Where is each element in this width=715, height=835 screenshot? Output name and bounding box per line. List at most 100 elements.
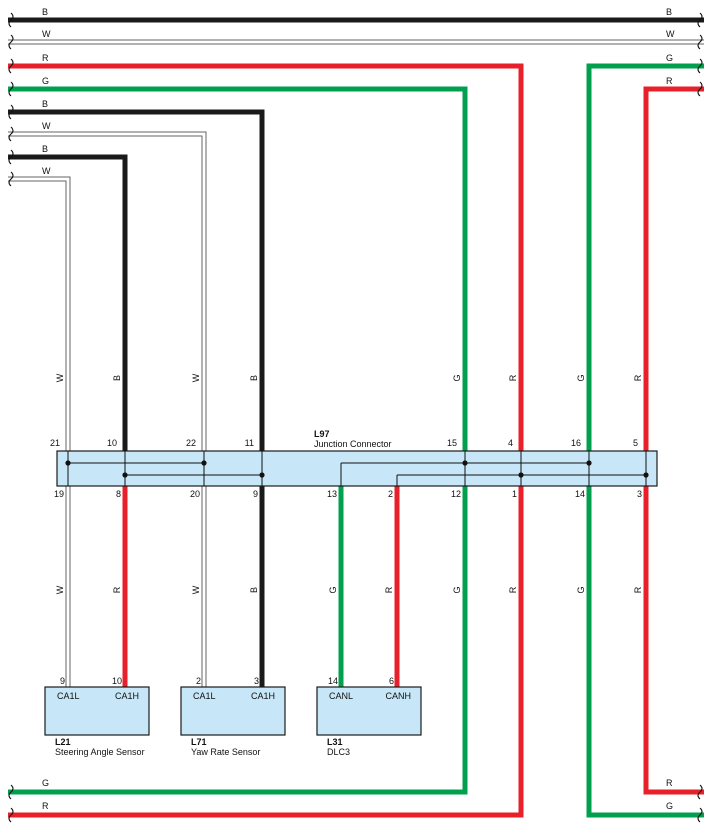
wire-white-pin22-pin20 [8, 132, 206, 687]
break-right-5 [697, 807, 703, 823]
wire-red-right-bottom-label: R [666, 778, 673, 788]
component-l21-label-right: CA1H [115, 691, 139, 701]
junction-bottom-pin-13: 13 [327, 489, 337, 499]
wire-black-3-label: B [42, 144, 48, 154]
component-l71-id: L71 [191, 737, 207, 747]
junction-bottom-pin-1: 1 [512, 489, 517, 499]
component-l71-pin-left: 2 [196, 676, 201, 686]
break-left-8 [8, 784, 14, 800]
break-left-2 [8, 58, 14, 74]
junction-dot-2 [122, 472, 128, 478]
break-right-4 [697, 784, 703, 800]
junction-dot-3 [259, 472, 265, 478]
component-l71-pin-right: 3 [254, 676, 259, 686]
component-box-l21 [44, 686, 150, 736]
wire-letter-lower-2: W [191, 585, 201, 594]
wire-white-2-label: W [42, 121, 51, 131]
wire-green-top-label: G [42, 76, 49, 86]
wire-white-3-label: W [42, 166, 51, 176]
wire-black-pin11-pin9 [8, 109, 265, 687]
break-right-3 [697, 81, 703, 97]
junction-top-pin-16: 16 [571, 438, 581, 448]
break-right-0 [697, 12, 703, 28]
junction-bottom-pin-20: 20 [190, 489, 200, 499]
break-left-3 [8, 81, 14, 97]
component-l31-label-right: CANH [385, 691, 411, 701]
junction-top-pin-11: 11 [245, 438, 254, 448]
junction-bottom-pin-12: 12 [451, 489, 461, 499]
wire-letter-lower-3: B [249, 587, 259, 593]
wire-black-pin10 [8, 154, 128, 463]
junction-dot-7 [643, 472, 649, 478]
components-layer [44, 686, 422, 736]
wire-break-marks [8, 12, 703, 823]
component-l71-label-right: CA1H [251, 691, 275, 701]
junction-dot-6 [586, 460, 592, 466]
junction-name: Junction Connector [314, 439, 392, 449]
wire-top-white-label-right: W [666, 29, 675, 39]
wire-letter-upper-4: G [452, 374, 462, 381]
wire-top-white-label-left: W [42, 29, 51, 39]
wire-letter-upper-1: B [112, 375, 122, 381]
wire-black-2-label: B [42, 99, 48, 109]
wire-letter-upper-2: W [191, 373, 201, 382]
component-l31-id: L31 [327, 737, 343, 747]
wire-letter-upper-7: R [633, 374, 643, 381]
junction-bottom-pin-8: 8 [116, 489, 121, 499]
component-l71-name: Yaw Rate Sensor [191, 747, 260, 757]
component-l31-pin-right: 6 [389, 676, 394, 686]
wire-letter-lower-7: R [508, 586, 518, 593]
break-right-1 [697, 34, 703, 50]
junction-bottom-pin-2: 2 [388, 489, 393, 499]
wire-letter-lower-9: R [633, 586, 643, 593]
component-l21-pin-left: 9 [60, 676, 65, 686]
wire-letter-lower-6: G [452, 586, 462, 593]
component-l71-label-left: CA1L [193, 691, 216, 701]
component-l31-pin-left: 14 [328, 676, 338, 686]
junction-dot-1 [201, 460, 207, 466]
wire-red-top-label: R [42, 53, 49, 63]
break-left-6 [8, 149, 14, 165]
junction-connector-l97 [56, 450, 658, 487]
break-right-2 [697, 58, 703, 74]
junction-bottom-pin-14: 14 [575, 489, 585, 499]
junction-top-pin-22: 22 [186, 438, 196, 448]
break-left-5 [8, 126, 14, 142]
junction-top-pin-15: 15 [447, 438, 457, 448]
wire-red-bottom-label: R [42, 801, 49, 811]
wire-letter-upper-0: W [55, 373, 65, 382]
wire-letter-lower-8: G [576, 586, 586, 593]
junction-bottom-pin-19: 19 [54, 489, 64, 499]
wire-green-pin16-pin14 [586, 63, 704, 818]
break-left-4 [8, 104, 14, 120]
junction-top-pin-5: 5 [633, 438, 638, 448]
wire-red-right-top-label: R [666, 76, 673, 86]
junction-top-pin-10: 10 [107, 438, 117, 448]
wire-white-pin22-pin20-outline [8, 131, 207, 687]
junction-bottom-pin-9: 9 [253, 489, 258, 499]
wire-letter-upper-6: G [576, 374, 586, 381]
wire-top-black-label-left: B [42, 7, 48, 17]
wire-green-right-bottom-label: G [666, 801, 673, 811]
wire-letter-lower-4: G [328, 586, 338, 593]
junction-connector-box [56, 450, 658, 487]
wire-letter-upper-3: B [249, 375, 259, 381]
wire-white-pin21-pin19-outline [8, 176, 71, 687]
component-l21-pin-right: 10 [112, 676, 122, 686]
junction-id: L97 [314, 429, 330, 439]
wire-red-pin4-pin1 [8, 63, 524, 818]
wire-green-bottom-label: G [42, 778, 49, 788]
break-left-9 [8, 807, 14, 823]
junction-top-pin-4: 4 [508, 438, 513, 448]
wire-letter-lower-0: W [55, 585, 65, 594]
component-box-l31 [316, 686, 422, 736]
break-left-7 [8, 171, 14, 187]
junction-dot-0 [65, 460, 71, 466]
junction-dot-5 [518, 472, 524, 478]
component-l31-label-left: CANL [329, 691, 353, 701]
junction-top-pin-21: 21 [50, 438, 60, 448]
wire-white-pin21-pin19 [8, 177, 70, 687]
component-box-l71 [180, 686, 286, 736]
wires-layer [8, 17, 704, 818]
